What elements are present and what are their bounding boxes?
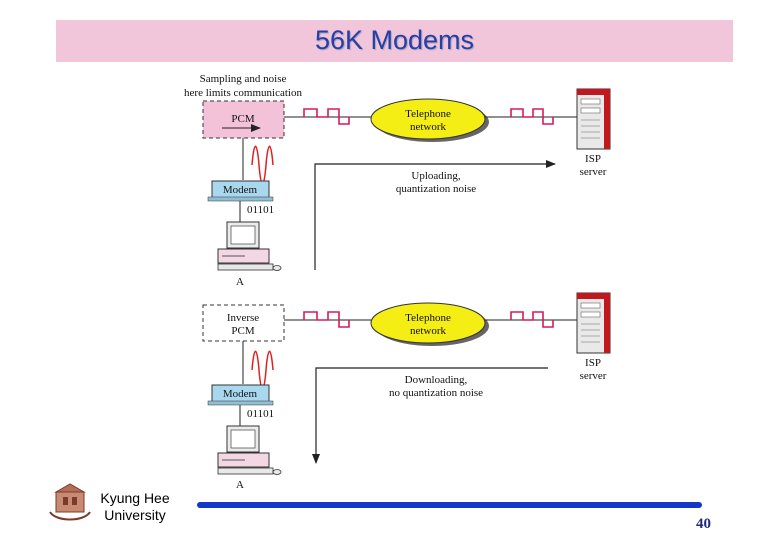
server-label-line1: ISP <box>585 357 601 369</box>
modem-base <box>207 400 274 406</box>
inverse-pcm-line2: PCM <box>231 325 254 337</box>
download-direction-arrow <box>312 367 548 464</box>
computer-icon <box>217 425 282 475</box>
station-label: A <box>236 479 244 491</box>
telephone-network <box>370 302 486 344</box>
analog-wave-icon <box>251 350 274 390</box>
network-label-line2: network <box>410 121 447 133</box>
download-direction-line2: no quantization noise <box>389 387 483 399</box>
university-name-line1: Kyung Hee <box>100 490 170 506</box>
digital-signal-right <box>510 311 554 328</box>
station-label: A <box>236 276 244 288</box>
pcm-label: PCM <box>231 113 254 125</box>
server-label-line2: server <box>580 166 607 178</box>
download-panel: Inverse PCM Modem 01101 A Telephone netw… <box>202 292 611 491</box>
telephone-network <box>370 98 486 140</box>
pcm-box <box>202 100 285 139</box>
digital-signal-left <box>303 311 350 328</box>
server-label-line2: server <box>580 370 607 382</box>
inverse-pcm-line1: Inverse <box>227 312 259 324</box>
university-name-line2: University <box>104 507 166 523</box>
computer-icon <box>217 221 282 271</box>
analog-wave-icon <box>251 145 274 185</box>
title-band: 56K Modems <box>56 20 733 62</box>
modem-base <box>207 196 274 202</box>
isp-server-icon <box>576 88 611 150</box>
server-label-line1: ISP <box>585 153 601 165</box>
modem-label: Modem <box>223 184 258 196</box>
bits-label: 01101 <box>247 408 274 420</box>
network-label-line1: Telephone <box>405 312 451 324</box>
upload-direction-line2: quantization noise <box>396 183 476 195</box>
digital-signal-left <box>303 108 350 125</box>
network-label-line1: Telephone <box>405 108 451 120</box>
upload-annotation-line1: Sampling and noise <box>200 73 287 85</box>
digital-signal-right <box>510 108 554 125</box>
network-label-line2: network <box>410 325 447 337</box>
upload-direction-line1: Uploading, <box>411 170 460 182</box>
modem-label: Modem <box>223 388 258 400</box>
bits-label: 01101 <box>247 204 274 216</box>
university-logo <box>49 483 91 521</box>
upload-panel: Sampling and noise here limits communica… <box>184 73 611 288</box>
download-direction-line1: Downloading, <box>405 374 468 386</box>
upload-direction-arrow <box>314 160 556 270</box>
isp-server-icon <box>576 292 611 354</box>
slide-title: 56K Modems <box>314 25 475 55</box>
footer-rule <box>197 502 702 508</box>
page-number: 40 <box>696 516 711 532</box>
upload-annotation-line2: here limits communication <box>184 87 302 99</box>
